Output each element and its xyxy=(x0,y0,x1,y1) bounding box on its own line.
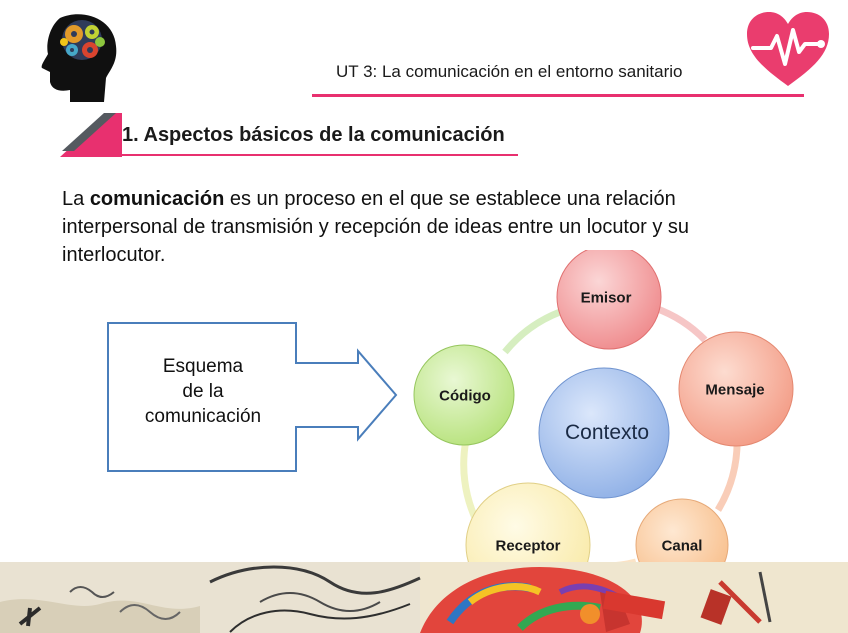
section-title-underline xyxy=(66,154,518,156)
unit-title-underline xyxy=(312,94,804,97)
receptor-label: Receptor xyxy=(495,537,561,555)
schema-arrow-shape xyxy=(107,322,398,472)
schema-label-line-1: Esquema xyxy=(162,356,244,377)
schema-label-line-3: comunicación xyxy=(144,406,262,427)
heart-pulse-icon xyxy=(747,12,829,86)
contexto-label: Contexto xyxy=(564,421,650,444)
mensaje-label: Mensaje xyxy=(705,381,765,399)
brain-gears-head-icon xyxy=(41,14,117,103)
contexto-circle xyxy=(538,367,670,499)
emisor-circle xyxy=(556,250,662,350)
canal-label: Canal xyxy=(661,537,703,555)
emisor-label: Emisor xyxy=(580,289,632,307)
intro-keyword: comunicación xyxy=(89,188,225,210)
unit-title: UT 3: La comunicación en el entorno sani… xyxy=(336,62,683,81)
codigo-label: Código xyxy=(439,387,491,405)
intro-text-start: La xyxy=(62,188,90,210)
brain-art-banner xyxy=(0,562,848,633)
intro-text-rest: es un proceso en el que se establece una… xyxy=(62,188,690,266)
section-title: 1. Aspectos básicos de la comunicación xyxy=(122,124,505,146)
intro-paragraph: La comunicación es un proceso en el que … xyxy=(62,185,782,269)
section-corner-decoration xyxy=(60,113,122,157)
mensaje-circle xyxy=(678,331,794,447)
codigo-circle xyxy=(413,344,515,446)
schema-label: Esquema de la comunicación xyxy=(118,354,288,429)
schema-label-line-2: de la xyxy=(182,381,224,402)
